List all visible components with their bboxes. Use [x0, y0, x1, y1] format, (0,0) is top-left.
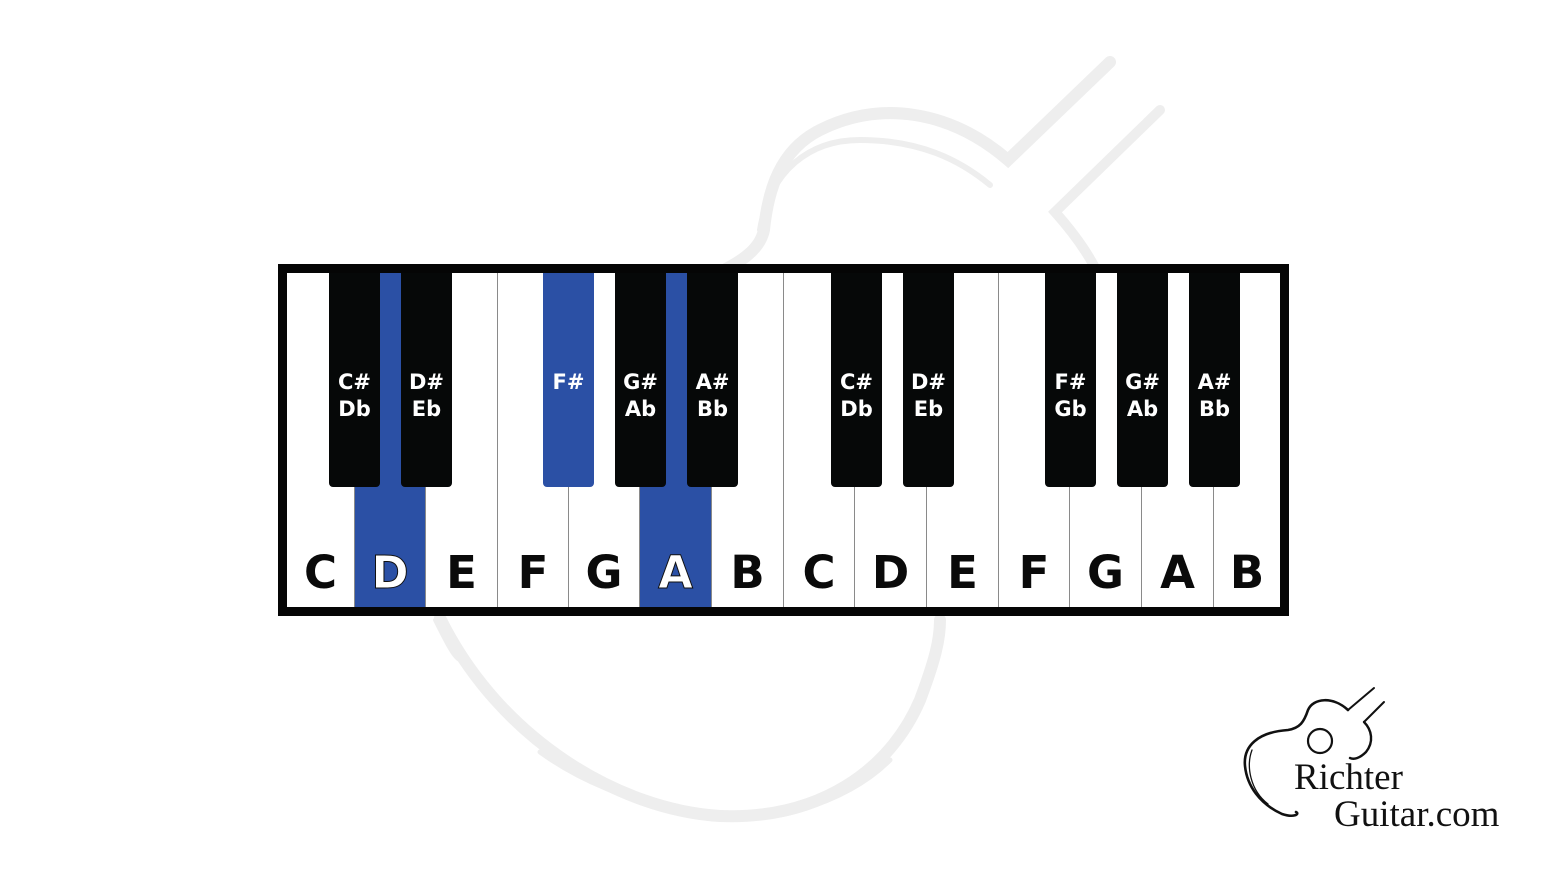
- black-key-a-sharp[interactable]: A# Bb: [687, 273, 738, 487]
- guitar-outline-icon: [1243, 687, 1385, 817]
- key-label: G: [1087, 546, 1124, 599]
- flat-name: Ab: [1126, 397, 1159, 421]
- logo-text-richter: Richter: [1294, 757, 1403, 798]
- logo-text-guitar-com: Guitar.com: [1334, 794, 1500, 835]
- flat-name: Eb: [411, 397, 442, 421]
- black-key-c-sharp[interactable]: C# Db: [329, 273, 380, 487]
- key-label: B: [730, 546, 765, 599]
- key-label: E: [446, 546, 477, 599]
- flat-name: Bb: [1198, 397, 1231, 421]
- key-label: C# Db: [831, 369, 882, 423]
- sharp-name: F#: [1054, 370, 1087, 394]
- key-label: A# Bb: [687, 369, 738, 423]
- key-label: A# Bb: [1189, 369, 1240, 423]
- key-label: C: [802, 546, 836, 599]
- black-key-d-sharp-2[interactable]: D# Eb: [903, 273, 954, 487]
- flat-name: Ab: [624, 397, 657, 421]
- sharp-name: C#: [337, 370, 371, 394]
- sharp-name: A#: [695, 370, 730, 394]
- key-label: F# Gb: [1045, 369, 1096, 423]
- black-key-g-sharp[interactable]: G# Ab: [615, 273, 666, 487]
- sharp-name: A#: [1197, 370, 1232, 394]
- key-label: D# Eb: [401, 369, 452, 423]
- key-label: D: [371, 546, 409, 600]
- piano-keyboard: C D E F G A B C D E F G A B C# Db D# Eb F#…: [278, 264, 1289, 616]
- sharp-name: G#: [623, 370, 658, 394]
- black-key-d-sharp[interactable]: D# Eb: [401, 273, 452, 487]
- key-label: G# Ab: [615, 369, 666, 423]
- key-label: E: [947, 546, 978, 599]
- key-label: D# Eb: [903, 369, 954, 423]
- key-label: A: [658, 546, 694, 600]
- key-label: A: [1160, 546, 1195, 599]
- key-label: F#: [543, 369, 594, 396]
- key-label: C# Db: [329, 369, 380, 423]
- black-key-g-sharp-2[interactable]: G# Ab: [1117, 273, 1168, 487]
- black-key-f-sharp-highlighted[interactable]: F#: [543, 273, 594, 487]
- key-label: G: [585, 546, 623, 599]
- sharp-name: D#: [408, 370, 445, 394]
- flat-name: Db: [840, 397, 873, 421]
- flat-name: Db: [338, 397, 371, 421]
- sharp-name: F#: [552, 370, 585, 394]
- key-label: F: [517, 546, 549, 599]
- sharp-name: G#: [1125, 370, 1160, 394]
- keys-area: C D E F G A B C D E F G A B C# Db D# Eb F#…: [287, 273, 1280, 607]
- sharp-name: D#: [910, 370, 947, 394]
- key-label: G# Ab: [1117, 369, 1168, 423]
- flat-name: Gb: [1054, 397, 1087, 421]
- key-label: F: [1018, 546, 1050, 599]
- sharp-name: C#: [839, 370, 873, 394]
- richter-guitar-logo[interactable]: Richter Guitar.com: [1238, 686, 1528, 836]
- black-key-c-sharp-2[interactable]: C# Db: [831, 273, 882, 487]
- key-label: C: [303, 546, 338, 599]
- key-label: B: [1229, 546, 1265, 599]
- black-key-a-sharp-2[interactable]: A# Bb: [1189, 273, 1240, 487]
- black-key-f-sharp-2[interactable]: F# Gb: [1045, 273, 1096, 487]
- flat-name: Bb: [696, 397, 729, 421]
- key-label: D: [871, 546, 910, 599]
- flat-name: Eb: [913, 397, 944, 421]
